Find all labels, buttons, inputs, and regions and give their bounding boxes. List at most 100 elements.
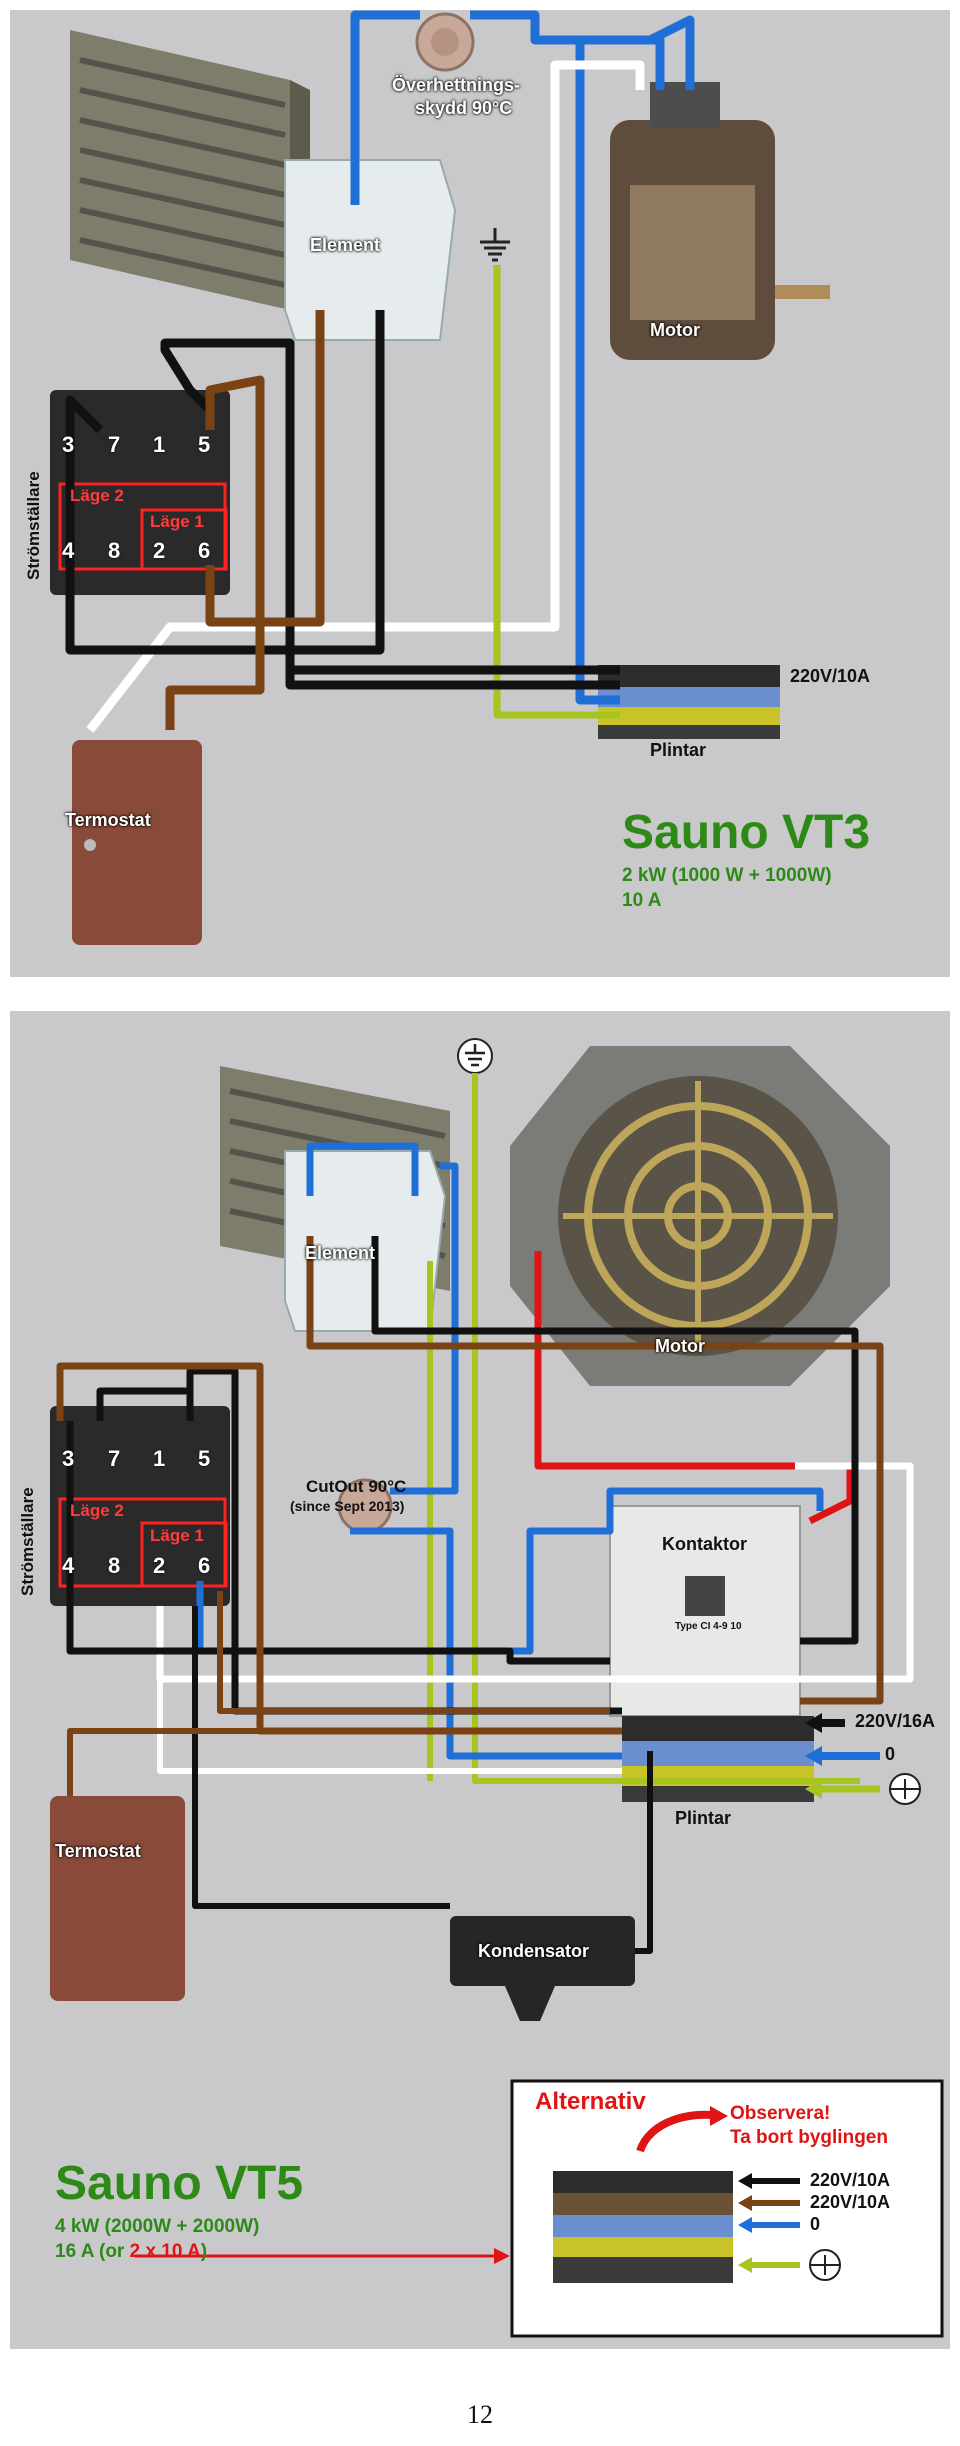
vt5-switch-lage1-box bbox=[140, 1521, 228, 1588]
vt3-cutout-switch bbox=[415, 12, 475, 72]
vt3-terminal-2: 2 bbox=[153, 538, 166, 563]
vt5-capacitor-label: Kondensator bbox=[478, 1941, 590, 1961]
vt5-wire-black-3 bbox=[66, 1421, 610, 1665]
vt5-alternative-title: Alternativ bbox=[535, 2088, 646, 2115]
vt5-spec-line2: 16 A (or 2 x 10 A) bbox=[55, 2241, 207, 2263]
vt5-motor-body bbox=[510, 1046, 890, 1386]
vt5-ground-arrow-earth-icon bbox=[889, 1773, 921, 1805]
vt3-wire-black-2 bbox=[65, 310, 385, 655]
vt5-terminal-3: 3 bbox=[62, 1446, 75, 1471]
vt5-spec-line2-prefix: 16 A (or bbox=[55, 2241, 130, 2262]
vt5-cutout-label-line2: (since Sept 2013) bbox=[290, 1498, 405, 1514]
vt3-cutout-label-line1: Överhettnings- bbox=[392, 75, 521, 95]
vt5-alternative-warning-line2: Ta bort byglingen bbox=[730, 2127, 888, 2148]
vt5-wire-brown-1 bbox=[306, 1236, 884, 1705]
vt5-ground-arrow bbox=[805, 1779, 880, 1799]
vt5-spec-line2-highlight: 2 x 10 A bbox=[129, 2241, 201, 2262]
vt5-cutout-label-line1: CutOut 90°C bbox=[306, 1477, 407, 1496]
vt3-cutout-label-line2: skydd 90°C bbox=[415, 98, 513, 118]
vt5-alternative-row-3: 0 bbox=[810, 2214, 821, 2234]
vt3-terminal-5: 5 bbox=[198, 432, 211, 457]
vt5-wire-blue-1 bbox=[306, 1142, 419, 1196]
vt5-terminal-7: 7 bbox=[108, 1446, 121, 1471]
vt3-terminal-block bbox=[598, 665, 780, 739]
vt5-alternative-row-1: 220V/10A bbox=[810, 2170, 891, 2190]
vt3-spec-line2: 10 A bbox=[622, 890, 662, 911]
vt3-terminal-block-label: Plintar bbox=[650, 740, 707, 760]
vt3-heater-element-body bbox=[70, 30, 310, 315]
vt5-wire-black-5 bbox=[192, 1606, 653, 1954]
vt5-element-label: Element bbox=[305, 1243, 376, 1263]
vt5-wire-white-1 bbox=[156, 1462, 914, 1683]
vt5-contactor-label: Kontaktor bbox=[662, 1534, 747, 1554]
vt3-spec-line1: 2 kW (1000 W + 1000W) bbox=[622, 865, 832, 886]
vt3-earth-ground-icon bbox=[480, 228, 510, 262]
vt5-spec-line2-suffix: ) bbox=[200, 2241, 208, 2262]
vt5-title: Sauno VT5 bbox=[55, 2157, 304, 2210]
vt5-contactor-type-text: Type CI 4-9 10 bbox=[675, 1621, 742, 1632]
vt5-wire-brown-2 bbox=[56, 1362, 622, 1735]
vt3-wire-ground bbox=[493, 265, 620, 719]
vt5-supply-label: 220V/16A bbox=[855, 1711, 936, 1731]
vt5-thermostat-label: Termostat bbox=[55, 1841, 141, 1861]
vt5-alternative-warning-line1: Observera! bbox=[730, 2103, 831, 2124]
vt5-wire-white-2 bbox=[157, 1679, 622, 1774]
vt3-element-label: Element bbox=[310, 235, 381, 255]
vt5-alternative-box bbox=[510, 2079, 944, 2338]
vt3-motor-label: Motor bbox=[650, 320, 700, 340]
vt3-wire-white-motor bbox=[86, 60, 645, 733]
vt3-switch-lage1-box bbox=[140, 508, 228, 571]
vt5-alternative-earth-icon bbox=[809, 2249, 841, 2281]
vt5-supply-arrow bbox=[805, 1713, 845, 1733]
vt3-wire-brown-2 bbox=[205, 310, 325, 627]
vt3-supply-label: 220V/10A bbox=[790, 666, 871, 686]
vt3-lage2-label: Läge 2 bbox=[70, 486, 124, 505]
vt5-terminal-4: 4 bbox=[62, 1553, 75, 1578]
vt5-wiring-diagram bbox=[50, 1038, 944, 2338]
vt5-earth-ground-icon bbox=[457, 1038, 493, 1074]
vt5-wire-blue-3 bbox=[350, 1527, 622, 1760]
vt5-motor-label: Motor bbox=[655, 1336, 705, 1356]
vt3-terminal-3: 3 bbox=[62, 432, 75, 457]
vt3-motor-body bbox=[610, 82, 830, 360]
vt3-terminal-1: 1 bbox=[153, 432, 166, 457]
vt3-thermostat-body bbox=[72, 740, 202, 945]
vt5-alternative-pointer-arrow bbox=[135, 2248, 510, 2264]
vt3-wire-black-3 bbox=[285, 670, 620, 690]
vt5-terminal-8: 8 bbox=[108, 1553, 121, 1578]
vt5-selector-switch-body bbox=[50, 1406, 230, 1606]
vt3-lage1-label: Läge 1 bbox=[150, 512, 204, 531]
vt3-terminal-4: 4 bbox=[62, 538, 75, 563]
vt5-alternative-row-2: 220V/10A bbox=[810, 2192, 891, 2212]
vt5-terminal-block-label: Plintar bbox=[675, 1808, 732, 1828]
page-number: 12 bbox=[467, 2400, 493, 2429]
vt3-thermostat-label: Termostat bbox=[65, 810, 151, 830]
vt5-neutral-label: 0 bbox=[885, 1744, 896, 1764]
vt5-neutral-arrow bbox=[805, 1746, 880, 1766]
vt3-terminal-8: 8 bbox=[108, 538, 121, 563]
vt3-element-terminal-plate bbox=[284, 159, 457, 341]
vt3-wire-brown-1 bbox=[165, 375, 265, 730]
vt3-wiring-diagram bbox=[50, 10, 830, 945]
vt3-wire-blue-neutral bbox=[575, 35, 665, 705]
vt5-terminal-2: 2 bbox=[153, 1553, 166, 1578]
vt5-wire-ground bbox=[472, 1073, 860, 1784]
vt5-wire-brown-4 bbox=[67, 1728, 260, 1796]
vt3-terminal-7: 7 bbox=[108, 432, 121, 457]
vt3-selector-switch-body bbox=[50, 390, 230, 595]
vt3-terminal-6: 6 bbox=[198, 538, 211, 563]
vt3-switch-label: Strömställare bbox=[24, 471, 43, 580]
vt3-diagram-panel: Överhettnings- skydd 90°C Element Motor … bbox=[10, 10, 950, 977]
vt5-thermostat-body bbox=[50, 1796, 185, 2001]
vt5-lage2-label: Läge 2 bbox=[70, 1501, 124, 1520]
vt5-terminal-6: 6 bbox=[198, 1553, 211, 1578]
vt5-terminal-1: 1 bbox=[153, 1446, 166, 1471]
vt5-lage1-label: Läge 1 bbox=[150, 1526, 204, 1545]
vt5-terminal-5: 5 bbox=[198, 1446, 211, 1471]
vt5-wire-black-1 bbox=[371, 1236, 859, 1645]
vt5-diagram-panel: Element Motor Strömställare 3 7 1 5 4 8 … bbox=[10, 1011, 950, 2349]
vt3-title: Sauno VT3 bbox=[622, 806, 871, 859]
vt5-wire-brown-3 bbox=[217, 1591, 610, 1714]
vt5-switch-label: Strömställare bbox=[18, 1487, 37, 1596]
vt5-capacitor-body bbox=[450, 1916, 635, 2021]
